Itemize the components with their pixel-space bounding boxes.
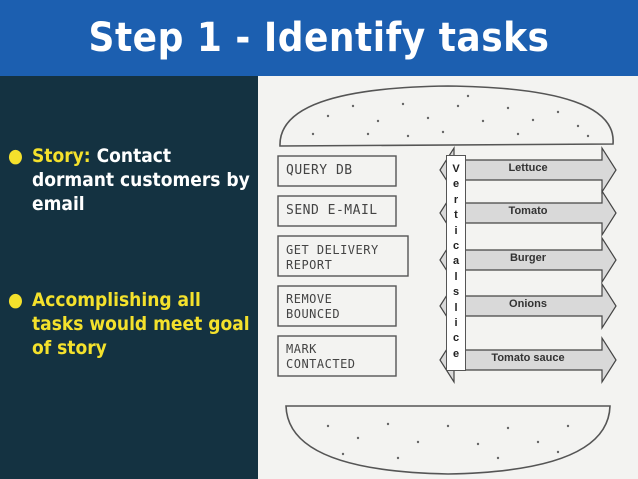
layer-label: Burger bbox=[509, 252, 547, 264]
task-send-email: SEND E-MAIL bbox=[286, 203, 378, 218]
vertical-slice-letter: c bbox=[452, 332, 460, 345]
vertical-slice-letter: l bbox=[454, 270, 458, 283]
task-remove-bounced: REMOVE BOUNCED bbox=[286, 292, 341, 321]
vertical-slice-letter: e bbox=[452, 347, 460, 360]
bullet-goal: ● Accomplishing all tasks would meet goa… bbox=[8, 288, 258, 360]
layer-arrow-burger: Burger bbox=[440, 242, 616, 278]
task-get-delivery-report: GET DELIVERY REPORT bbox=[286, 243, 379, 272]
bullet-dot-icon: ● bbox=[8, 289, 23, 311]
vertical-slice-letter: r bbox=[453, 193, 459, 206]
bullet-dot-icon: ● bbox=[8, 145, 23, 167]
vertical-slice-letter: l bbox=[454, 301, 458, 314]
layer-label: Tomato bbox=[508, 205, 548, 217]
goal-text: Accomplishing all tasks would meet goal … bbox=[32, 289, 250, 359]
vertical-slice-letter: t bbox=[454, 209, 458, 222]
layer-label: Lettuce bbox=[508, 162, 548, 174]
layer-label: Onions bbox=[509, 298, 547, 310]
layer-arrow-tomato: Tomato bbox=[440, 195, 616, 231]
vertical-slice-letter: s bbox=[452, 286, 460, 299]
vertical-slice-letter: V bbox=[452, 163, 460, 175]
header-bar bbox=[0, 0, 638, 76]
vertical-slice-letter: i bbox=[454, 224, 458, 237]
layer-label: Tomato sauce bbox=[491, 352, 565, 364]
vertical-slice-letter: a bbox=[452, 255, 460, 268]
layer-arrow-onions: Onions bbox=[440, 288, 616, 324]
vertical-slice-letter: e bbox=[452, 178, 460, 191]
story-text: Contact dormant customers by email bbox=[32, 145, 250, 215]
slide-title: Step 1 - Identify tasks bbox=[88, 15, 550, 61]
vertical-slice-letter: c bbox=[452, 240, 460, 253]
layer-arrow-tomato-sauce: Tomato sauce bbox=[440, 342, 616, 378]
bullet-story: ● Story: Contact dormant customers by em… bbox=[8, 144, 258, 216]
left-panel bbox=[0, 76, 258, 479]
task-mark-contacted: MARK CONTACTED bbox=[286, 342, 356, 371]
layer-arrow-lettuce: Lettuce bbox=[440, 152, 616, 188]
vertical-slice-letter: i bbox=[454, 317, 458, 330]
task-query-db: QUERY DB bbox=[286, 163, 353, 178]
story-prefix: Story: bbox=[32, 145, 91, 167]
